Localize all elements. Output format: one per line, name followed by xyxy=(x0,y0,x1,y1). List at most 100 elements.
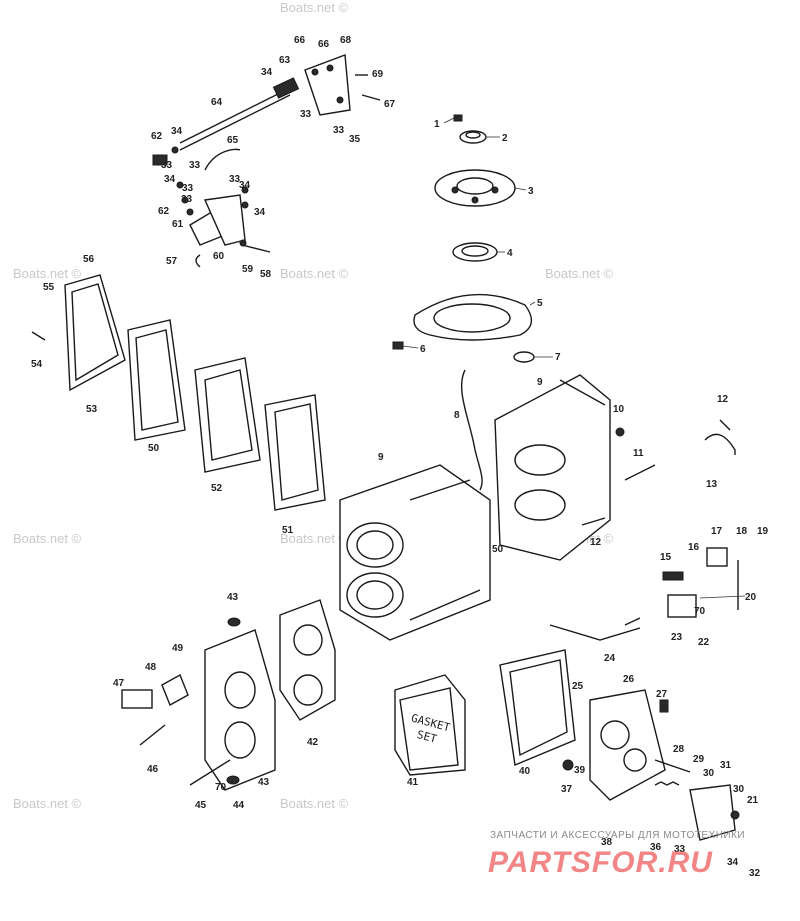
part-callout-33: 33 xyxy=(674,844,686,855)
part-callout-43: 43 xyxy=(258,777,270,788)
part-callout-27: 27 xyxy=(656,689,668,700)
part-callout-7: 7 xyxy=(555,352,561,363)
part-callout-33: 33 xyxy=(182,183,194,194)
part-callout-59: 59 xyxy=(242,264,254,275)
part-callout-31: 31 xyxy=(720,760,732,771)
part-callout-28: 28 xyxy=(673,744,685,755)
part-callout-40: 40 xyxy=(519,766,531,777)
part-callout-54: 54 xyxy=(31,359,43,370)
part-callout-38: 38 xyxy=(601,837,613,848)
part-callout-62: 62 xyxy=(158,206,170,217)
gasket-box-line2: SET xyxy=(416,728,439,746)
part-callout-19: 19 xyxy=(757,526,769,537)
part-callout-30: 30 xyxy=(703,768,715,779)
part-callout-51: 51 xyxy=(282,525,294,536)
part-callout-34: 34 xyxy=(261,67,273,78)
part-callout-34: 34 xyxy=(171,126,183,137)
part-callout-61: 61 xyxy=(172,219,184,230)
watermark: Boats.net © xyxy=(280,0,349,15)
watermark: Boats.net © xyxy=(280,266,349,281)
part-callout-35: 35 xyxy=(349,134,361,145)
part-callout-20: 20 xyxy=(745,592,757,603)
part-callout-64: 64 xyxy=(211,97,223,108)
part-callout-56: 56 xyxy=(83,254,95,265)
part-callout-60: 60 xyxy=(213,251,225,262)
part-callout-5: 5 xyxy=(537,298,543,309)
part-callout-12: 12 xyxy=(590,537,602,548)
part-callout-12: 12 xyxy=(717,394,729,405)
part-callout-33: 33 xyxy=(229,174,241,185)
watermark: Boats.net © xyxy=(280,531,349,546)
leader-lines xyxy=(402,117,746,599)
crankcase xyxy=(494,374,736,561)
part-callout-18: 18 xyxy=(736,526,748,537)
part-callout-34: 34 xyxy=(727,857,739,868)
shop-logo: PARTSFOR.RU xyxy=(488,846,713,879)
part-callout-34: 34 xyxy=(239,180,251,191)
part-callout-1: 1 xyxy=(434,119,440,130)
part-callout-26: 26 xyxy=(623,674,635,685)
part-callout-49: 49 xyxy=(172,643,184,654)
part-callout-42: 42 xyxy=(307,737,319,748)
part-callout-68: 68 xyxy=(340,35,352,46)
part-callout-25: 25 xyxy=(572,681,584,692)
part-callout-50: 50 xyxy=(148,443,160,454)
part-callout-67: 67 xyxy=(384,99,396,110)
throttle-linkage xyxy=(152,54,381,268)
part-callout-45: 45 xyxy=(195,800,207,811)
part-callout-10: 10 xyxy=(613,404,625,415)
part-callout-23: 23 xyxy=(671,632,683,643)
part-callout-32: 32 xyxy=(749,868,761,879)
part-callout-66: 66 xyxy=(294,35,306,46)
part-callout-46: 46 xyxy=(147,764,159,775)
part-callout-48: 48 xyxy=(145,662,157,673)
shop-tagline: ЗАПЧАСТИ И АКСЕССУАРЫ ДЛЯ МОТОТЕХНИКИ xyxy=(490,830,745,841)
part-callout-15: 15 xyxy=(660,552,672,563)
watermark: Boats.net © xyxy=(280,796,349,811)
part-callout-58: 58 xyxy=(260,269,272,280)
part-callout-33: 33 xyxy=(161,160,173,171)
part-callout-30: 30 xyxy=(733,784,745,795)
watermark: Boats.net © xyxy=(13,796,82,811)
part-callout-69: 69 xyxy=(372,69,384,80)
part-callout-41: 41 xyxy=(407,777,419,788)
watermark: Boats.net © xyxy=(13,531,82,546)
part-callout-47: 47 xyxy=(113,678,125,689)
part-callout-9: 9 xyxy=(378,452,384,463)
part-callout-34: 34 xyxy=(254,207,266,218)
part-callout-70: 70 xyxy=(694,606,706,617)
part-callout-29: 29 xyxy=(693,754,705,765)
part-callout-43: 43 xyxy=(227,592,239,603)
exhaust-plates xyxy=(31,274,326,511)
part-callout-16: 16 xyxy=(688,542,700,553)
part-callout-39: 39 xyxy=(574,765,586,776)
part-callout-17: 17 xyxy=(711,526,723,537)
part-callout-21: 21 xyxy=(747,795,759,806)
part-callout-53: 53 xyxy=(86,404,98,415)
upper-bearing-parts xyxy=(392,114,535,363)
part-callout-6: 6 xyxy=(420,344,426,355)
part-callout-36: 36 xyxy=(650,842,662,853)
part-callout-65: 65 xyxy=(227,135,239,146)
part-callout-9: 9 xyxy=(537,377,543,388)
part-callout-22: 22 xyxy=(698,637,710,648)
cover-parts xyxy=(549,547,739,641)
bypass-cover xyxy=(499,649,740,841)
part-callout-11: 11 xyxy=(633,448,644,459)
part-callout-52: 52 xyxy=(211,483,223,494)
part-callout-33: 33 xyxy=(300,109,312,120)
watermark: Boats.net © xyxy=(13,266,82,281)
part-callout-62: 62 xyxy=(151,131,163,142)
part-callout-55: 55 xyxy=(43,282,55,293)
shop-banner: ЗАПЧАСТИ И АКСЕССУАРЫ ДЛЯ МОТОТЕХНИКИ PA… xyxy=(488,830,745,879)
part-callout-37: 37 xyxy=(561,784,573,795)
part-callout-24: 24 xyxy=(604,653,616,664)
part-callout-57: 57 xyxy=(166,256,178,267)
part-callout-33: 33 xyxy=(181,194,193,205)
part-callout-33: 33 xyxy=(189,160,201,171)
part-callout-44: 44 xyxy=(233,800,245,811)
part-callout-8: 8 xyxy=(454,410,460,421)
